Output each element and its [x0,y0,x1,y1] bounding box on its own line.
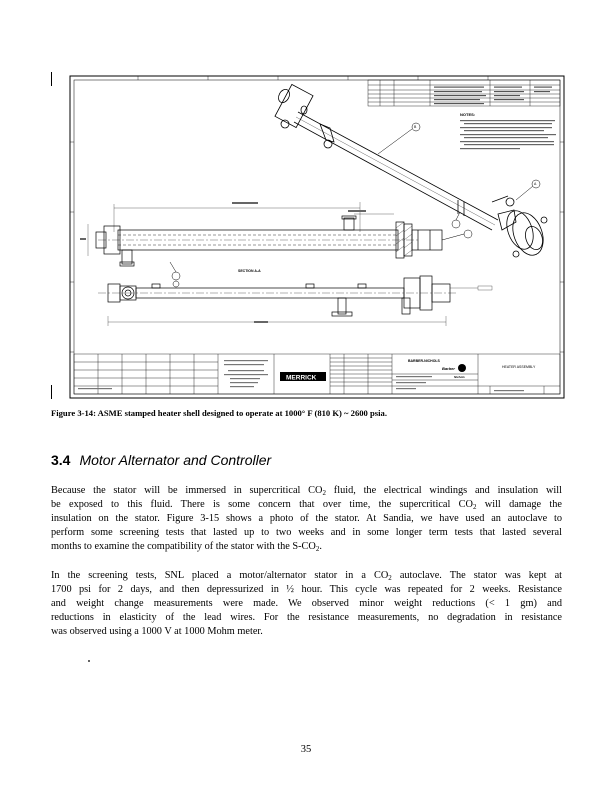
text-run: In the screening tests, SNL placed a mot… [51,570,389,581]
customer-logo-mark [458,364,466,372]
paragraph-line: 1700 psi for 2 days, and then depressuri… [51,583,562,597]
text-run: fluid, the electrical windings and insul… [326,485,562,496]
text-run: Because the stator will be immersed in s… [51,485,323,496]
paragraph-line: perform some screening tests that lasted… [51,526,562,540]
paragraph-line: be exposed to this fluid. There is some … [51,498,562,512]
callout-b: B [414,125,417,129]
figure-caption: Figure 3-14: ASME stamped heater shell d… [51,408,387,418]
company-logo-box [280,372,326,381]
subscript: 2 [472,503,477,511]
customer-logo-word-1: Barber [442,366,455,371]
elevation-view [98,275,493,326]
heater-shell-engineering-drawing: NOTES: [69,75,565,399]
callout-a: A [534,182,537,186]
paragraph-line: reductions in elasticity of the lead wir… [51,611,562,625]
section-number: 3.4 [51,452,71,468]
text-run: months to examine the compatibility of t… [51,541,316,552]
text-run: will damage the [476,499,562,510]
paragraph-screening-tests: In the screening tests, SNL placed a mot… [51,569,562,639]
customer-name: BARBER-NICHOLS [408,359,441,363]
subscript: 2 [315,545,320,553]
text-run: autoclave. The stator was kept at [391,570,562,581]
paragraph-line: insulation on the stator. Figure 3-15 sh… [51,512,562,526]
isometric-heater-view [274,83,548,258]
text-run: perform some screening tests that lasted… [51,527,562,538]
text-run: insulation on the stator. Figure 3-15 sh… [51,513,562,524]
paragraph-line: In the screening tests, SNL placed a mot… [51,569,562,583]
page-number: 35 [300,744,312,755]
customer-logo-word-2: Nichols [454,375,465,379]
subscript: 2 [388,574,392,582]
section-heading: 3.4 Motor Alternator and Controller [51,452,271,470]
crop-mark-top [51,72,52,86]
text-run: be exposed to this fluid. There is some … [51,499,473,510]
text-run: and weight change measurements were made… [51,598,562,609]
text-run: . [319,541,322,552]
paragraph-line: Because the stator will be immersed in s… [51,484,562,498]
title-block [73,353,561,395]
text-run: 1700 psi for 2 days, and then depressuri… [51,584,562,595]
drawing-title: HEATER ASSEMBLY [502,365,536,369]
text-run: reductions in elasticity of the lead wir… [51,612,562,623]
stray-mark [88,660,90,662]
section-title: Motor Alternator and Controller [79,452,272,468]
paragraph-line: and weight change measurements were made… [51,597,562,611]
crop-mark-bottom [51,385,52,399]
subscript: 2 [322,489,327,497]
section-a-a-view [80,202,443,267]
paragraph-line: months to examine the compatibility of t… [51,540,562,554]
company-logo: MERRICK [286,375,317,382]
text-run: was observed using a 1000 V at 1000 Mohm… [51,626,263,637]
section-label: SECTION A-A [238,269,261,273]
notes-label: NOTES: [460,112,475,117]
paragraph-stator-exposure: Because the stator will be immersed in s… [51,484,562,554]
revision-table [367,79,561,107]
paragraph-line: was observed using a 1000 V at 1000 Mohm… [51,625,562,639]
drawing-border [69,75,565,399]
